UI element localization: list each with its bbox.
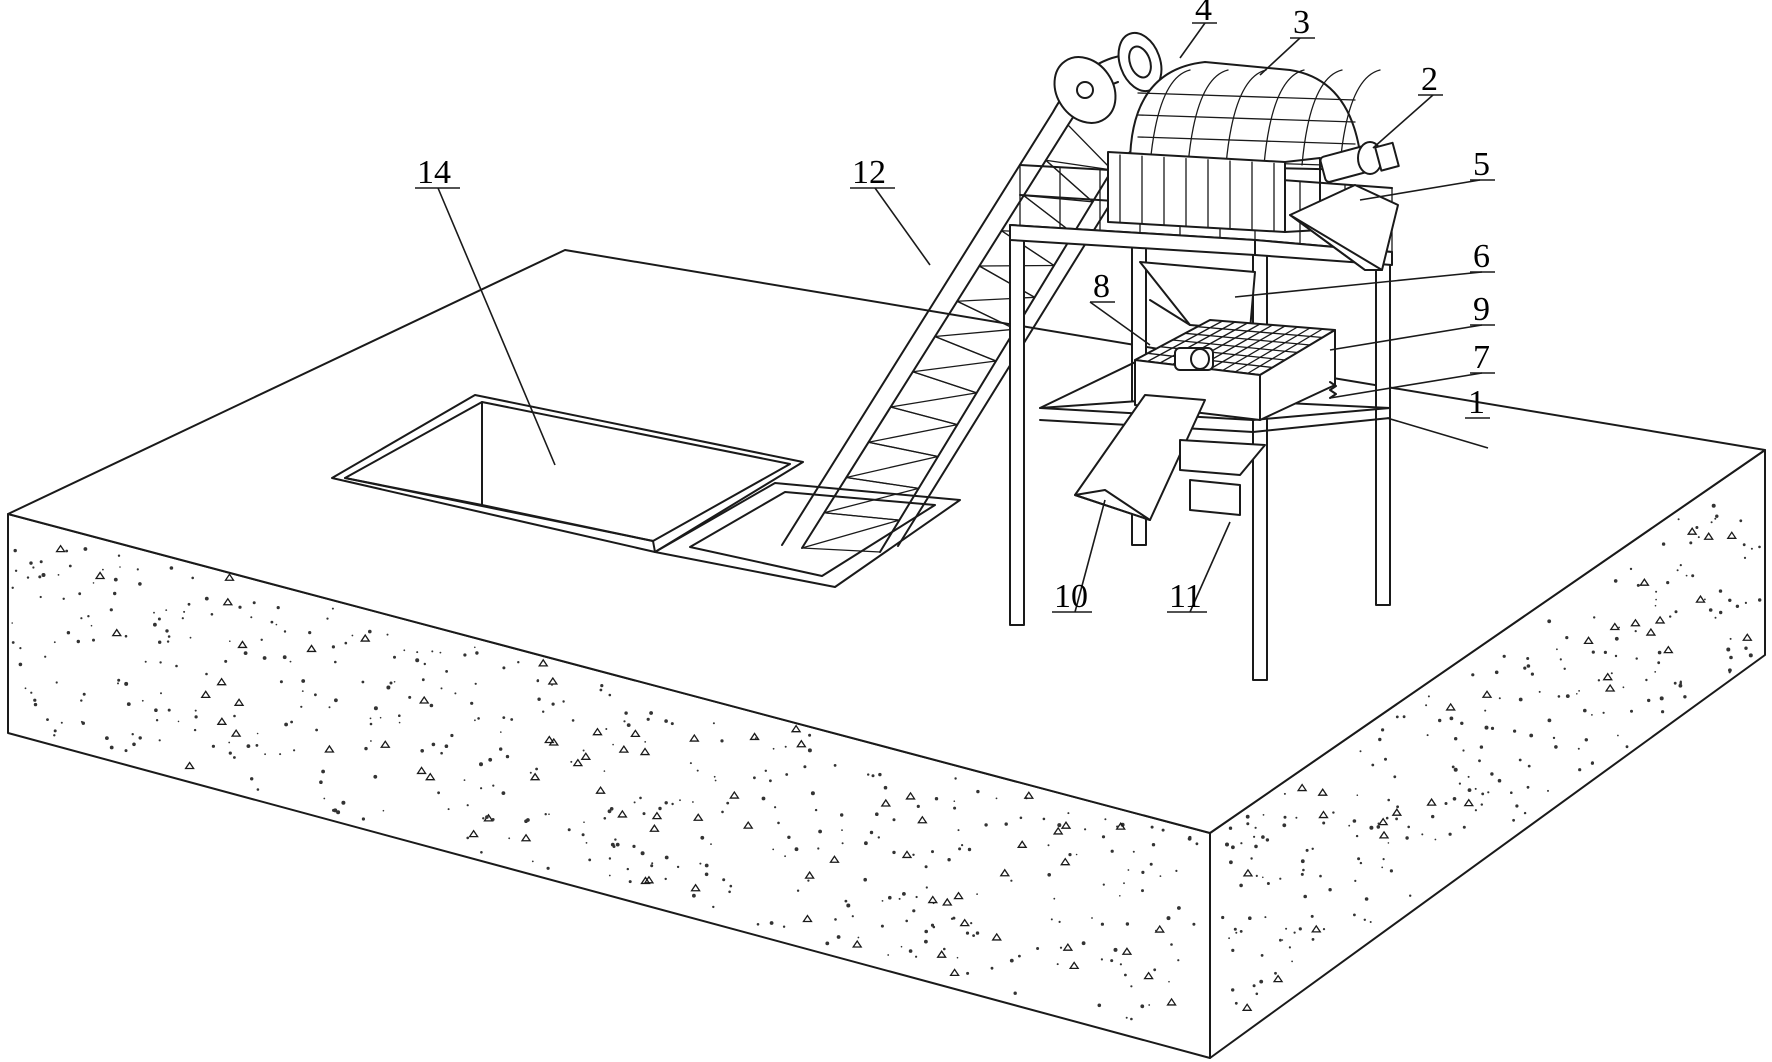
label-6: 6 bbox=[1473, 238, 1490, 275]
inclined-conveyor-12 bbox=[781, 31, 1163, 553]
base-front-speckle bbox=[11, 544, 1199, 1021]
label-5: 5 bbox=[1473, 146, 1490, 183]
discharge-chute-5 bbox=[1289, 184, 1399, 271]
pit-14 bbox=[331, 394, 804, 553]
label-9: 9 bbox=[1473, 291, 1490, 328]
label-11: 11 bbox=[1169, 578, 1202, 615]
base-right-speckle bbox=[1221, 503, 1762, 1011]
label-4: 4 bbox=[1195, 0, 1212, 28]
label-1: 1 bbox=[1468, 384, 1485, 421]
vibration-motor-8 bbox=[1174, 347, 1214, 371]
label-7: 7 bbox=[1473, 339, 1490, 376]
label-14: 14 bbox=[417, 154, 451, 191]
label-2: 2 bbox=[1421, 61, 1438, 98]
fine-material-chute-10 bbox=[1074, 394, 1206, 521]
conveyor-trench bbox=[654, 482, 961, 588]
concrete-base bbox=[7, 249, 1766, 1059]
trommel-screen-3 bbox=[1107, 61, 1381, 233]
label-12: 12 bbox=[852, 154, 886, 191]
damping-spring-7 bbox=[1329, 381, 1337, 399]
label-8: 8 bbox=[1093, 268, 1110, 305]
part-labels: 1 2 3 4 5 6 7 8 9 10 11 12 14 bbox=[417, 0, 1490, 615]
leader-lines bbox=[415, 22, 1495, 613]
label-10: 10 bbox=[1054, 578, 1088, 615]
motor-2 bbox=[1319, 141, 1400, 183]
label-3: 3 bbox=[1293, 4, 1310, 41]
collection-bin-11 bbox=[1179, 439, 1266, 516]
